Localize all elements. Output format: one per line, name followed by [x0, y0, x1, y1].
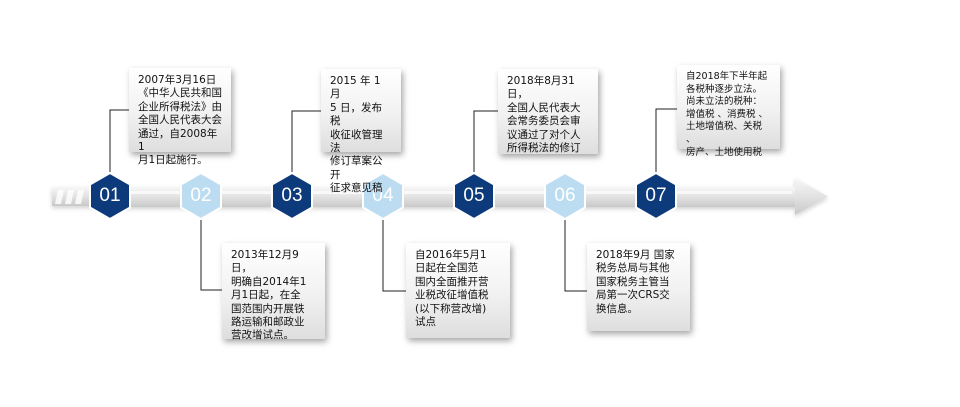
node-label-05: 05 [463, 185, 485, 206]
milestone-card-03: 2015 年 1 月 5 日，发布税 收征收管理法 修订草案公开 征求意见稿 [321, 69, 401, 194]
hexagon-node-06 [544, 171, 586, 221]
timeline-highlight [92, 191, 792, 194]
milestone-card-07: 自2018年下半年起 各税种逐步立法。 尚未立法的税种： 增值税 、消费税 、 … [677, 65, 780, 158]
milestone-card-01: 2007年3月16日 《中华人民共和国 企业所得税法》由 全国人民代表大会 通过… [129, 68, 231, 166]
node-label-01: 01 [99, 185, 121, 206]
connector-05 [473, 110, 498, 174]
node-label-06: 06 [554, 185, 576, 206]
hexagon-node-07 [635, 171, 677, 221]
node-label-04: 04 [372, 185, 394, 206]
connector-03 [291, 110, 321, 174]
connector-07 [655, 108, 677, 174]
connector-lines [109, 108, 677, 292]
timeline-arrow [52, 178, 828, 215]
timeline-tail-stripes [55, 190, 84, 204]
hexagon-node-01 [89, 171, 131, 221]
milestone-card-06: 2018年9月 国家 税务总局与其他 国家税务主管当 局第一次CRS交 换信息。 [587, 243, 690, 331]
hexagon-node-04 [362, 171, 404, 221]
hexagon-node-02 [180, 171, 222, 221]
connector-06 [564, 219, 587, 292]
hexagon-node-05 [453, 171, 495, 221]
hexagon-node-03 [271, 171, 313, 221]
connector-02 [200, 219, 222, 291]
connector-01 [109, 109, 129, 174]
milestone-card-04: 自2016年5月1 日起在全国范 围内全面推开营 业税改征增值税 (以下称营改增… [406, 243, 510, 338]
node-label-02: 02 [190, 185, 212, 206]
connector-04 [382, 219, 406, 292]
node-label-03: 03 [281, 185, 303, 206]
milestone-card-02: 2013年12月9日， 明确自2014年1 月1日起，在全 国范围内开展铁 路运… [222, 243, 325, 341]
milestone-card-05: 2018年8月31日， 全国人民代表大 会常务委员会审 议通过了对个人 所得税法… [498, 69, 598, 154]
node-label-07: 07 [645, 185, 667, 206]
milestone-nodes [89, 171, 677, 221]
